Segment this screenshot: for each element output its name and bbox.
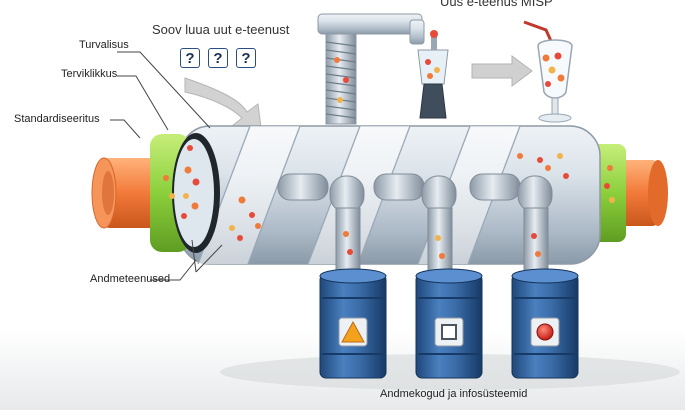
square-icon — [441, 324, 457, 340]
label-security: Turvalisus — [79, 39, 129, 51]
question-box-2: ? — [208, 48, 228, 68]
blender — [417, 30, 449, 119]
feed-column — [317, 13, 425, 125]
label-standardized: Standardiseeritus — [14, 113, 100, 125]
output-arrow — [471, 55, 533, 87]
label-databases: Andmekogud ja infosüsteemid — [380, 388, 528, 400]
circle-icon — [536, 323, 554, 341]
new-service-label: Uus e-teenus MISP — [440, 0, 553, 9]
database-tank-2 — [415, 268, 483, 379]
question-box-3: ? — [236, 48, 256, 68]
database-tanks — [319, 268, 579, 379]
label-data-services: Andmeteenused — [90, 273, 171, 285]
warning-triangle-icon — [341, 320, 365, 343]
sundae-glass-icon — [523, 20, 573, 123]
database-tank-3 — [511, 268, 579, 379]
leader-lines — [110, 51, 223, 281]
question-box-1: ? — [180, 48, 200, 68]
left-pipe-end — [91, 133, 220, 253]
label-completeness: Terviklikkus — [61, 68, 118, 80]
database-tank-1 — [319, 268, 387, 379]
create-new-service-label: Soov luua uut e-teenust — [152, 22, 290, 37]
